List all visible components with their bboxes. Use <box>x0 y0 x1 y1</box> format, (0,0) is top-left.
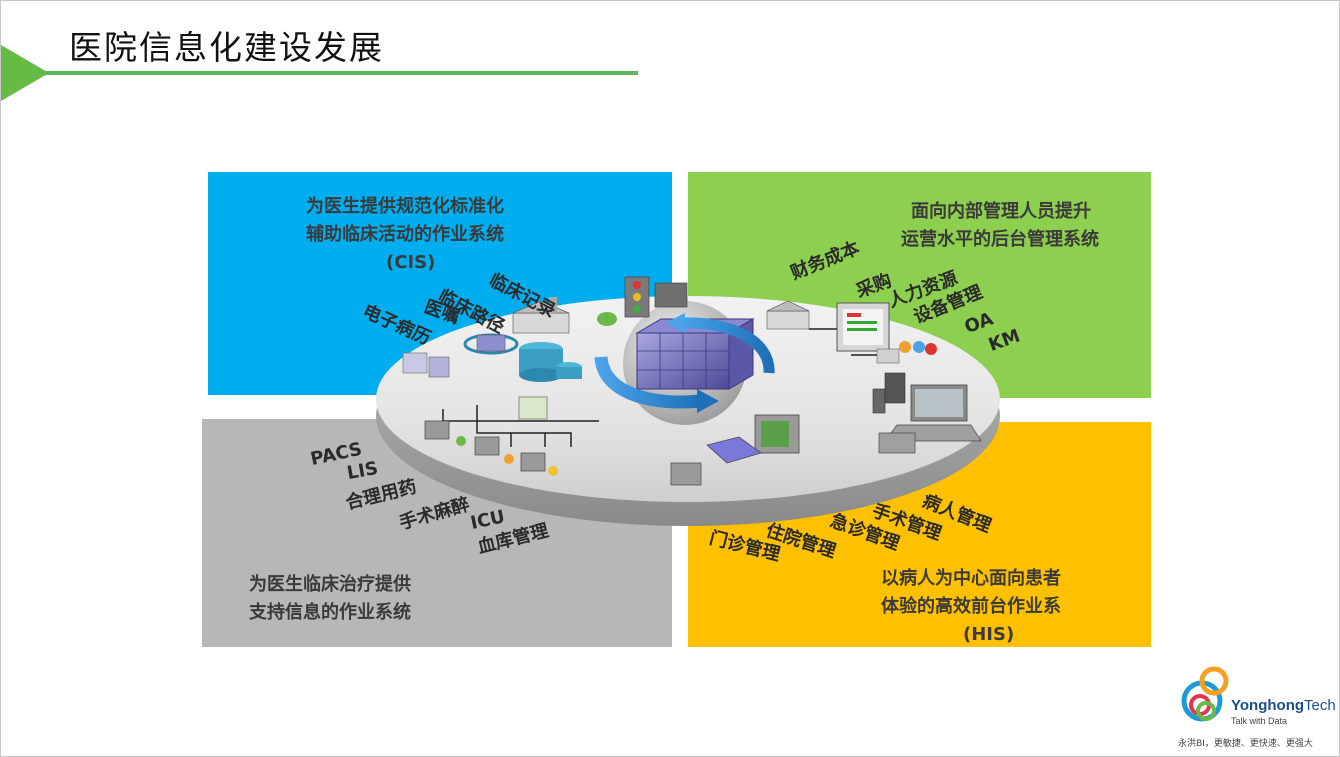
backoffice-line-2: 运营水平的后台管理系统 <box>901 229 1099 250</box>
refresh-arrow-icon <box>594 313 775 413</box>
yonghong-logo: YonghongTech Talk with Data 永洪BI，更敏捷、更快速… <box>1176 659 1336 754</box>
cis-line-3: (CIS) <box>386 252 436 273</box>
factory-icon <box>512 297 570 334</box>
cis-line-2: 辅助临床活动的作业系统 <box>306 224 504 245</box>
yonghong-logo-icon <box>1181 666 1229 722</box>
backoffice-description: 面向内部管理人员提升 运营水平的后台管理系统 <box>901 198 1099 254</box>
clinical-line-2: 支持信息的作业系统 <box>249 602 411 623</box>
database-icon <box>519 342 582 382</box>
title-underline <box>43 71 638 75</box>
monitor-screen-icon <box>670 414 800 486</box>
computer-icon <box>878 432 916 454</box>
page-title: 医院信息化建设发展 <box>69 28 384 67</box>
logo-name-a: Yonghong <box>1231 697 1305 714</box>
servers-icon <box>402 352 450 378</box>
logo-name: YonghongTech <box>1231 697 1336 714</box>
logo-tagline: Talk with Data <box>1231 716 1288 726</box>
monitor-screen-icon <box>836 302 890 352</box>
traffic-light-icon <box>597 276 688 326</box>
his-line-2: 体验的高效前台作业系 <box>881 596 1061 617</box>
phone-icon <box>872 372 906 414</box>
logo-name-b: Tech <box>1304 697 1336 714</box>
cis-description: 为医生提供规范化标准化 辅助临床活动的作业系统 (CIS) <box>306 193 504 277</box>
title-triangle-icon <box>1 45 49 101</box>
his-description: 以病人为中心面向患者 体验的高效前台作业系 (HIS) <box>881 565 1061 649</box>
backoffice-line-1: 面向内部管理人员提升 <box>911 201 1091 222</box>
his-line-1: 以病人为中心面向患者 <box>881 568 1061 589</box>
clinical-line-1: 为医生临床治疗提供 <box>249 574 411 595</box>
network-ring-icon <box>463 333 519 355</box>
his-line-3: (HIS) <box>963 624 1015 645</box>
logo-slogan: 永洪BI，更敏捷、更快速、更强大 <box>1178 739 1313 749</box>
factory-icon <box>766 300 810 330</box>
people-icon <box>876 341 937 364</box>
cis-line-1: 为医生提供规范化标准化 <box>306 196 504 217</box>
clinical-description: 为医生临床治疗提供 支持信息的作业系统 <box>249 571 411 627</box>
computer-network-icon <box>424 396 599 476</box>
